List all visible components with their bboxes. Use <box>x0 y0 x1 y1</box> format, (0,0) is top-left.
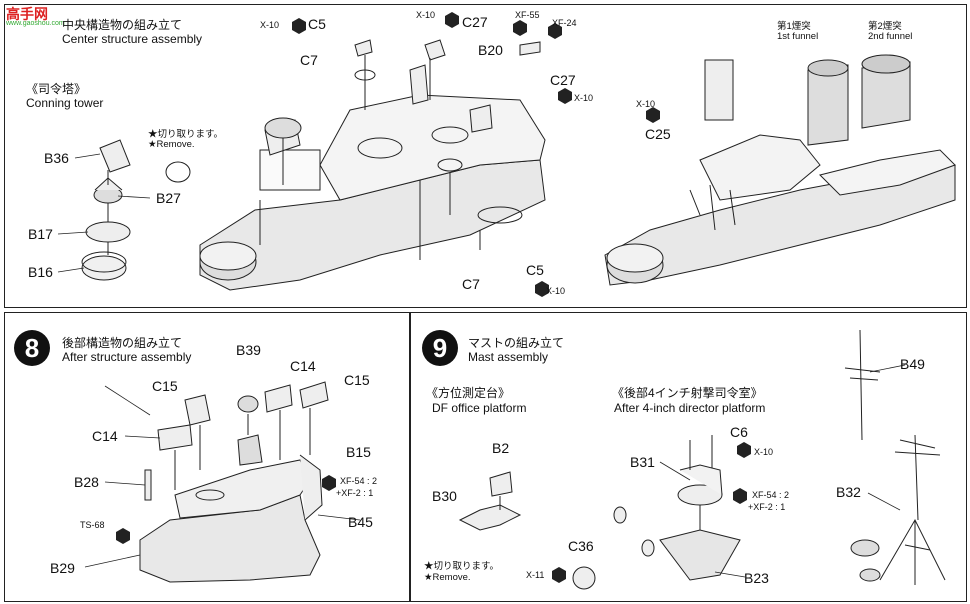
label-b45: B45 <box>348 514 373 530</box>
step9-title-jp: マストの組み立て <box>468 336 565 350</box>
funnel1-en: 1st funnel <box>777 31 819 42</box>
conning-tower-jp: 《司令塔》 <box>26 82 87 96</box>
label-c15-b: C15 <box>344 372 370 388</box>
label-b32: B32 <box>836 484 861 500</box>
paint-marker-x10-d <box>535 281 549 297</box>
label-c7-a: C7 <box>300 52 318 68</box>
paint-xf24: XF-24 <box>552 18 577 28</box>
paint-xf2-s8: +XF-2 : 1 <box>336 488 374 498</box>
paint-x10-a: X-10 <box>260 20 280 30</box>
step9-note-jp: ★切り取ります。 <box>424 561 500 572</box>
label-b23: B23 <box>744 570 769 586</box>
paint-marker-x10-c <box>558 88 572 104</box>
step9-title-en: Mast assembly <box>468 350 549 364</box>
label-b30: B30 <box>432 488 457 504</box>
after-director-en: After 4-inch director platform <box>614 401 766 415</box>
step7-title-en: Center structure assembly <box>62 32 203 46</box>
label-b39: B39 <box>236 342 261 358</box>
label-b2: B2 <box>492 440 510 456</box>
paint-xf54-s9: XF-54 : 2 <box>752 490 790 500</box>
paint-x11: X-11 <box>526 570 545 580</box>
paint-marker-x10-s9 <box>737 442 751 458</box>
paint-marker-x10-a <box>292 18 306 34</box>
label-b27: B27 <box>156 190 181 206</box>
step9-note-en: ★Remove. <box>424 572 471 583</box>
label-b28: B28 <box>74 474 99 490</box>
label-c14-b: C14 <box>92 428 118 444</box>
step9-number: 9 <box>422 330 458 366</box>
paint-xf2-s9: +XF-2 : 1 <box>748 502 786 512</box>
funnel1-jp: 第1煙突 <box>777 21 811 32</box>
funnel2-jp: 第2煙突 <box>868 21 902 32</box>
paint-marker-xf24 <box>548 23 562 39</box>
label-b15: B15 <box>346 444 371 460</box>
label-c14-a: C14 <box>290 358 316 374</box>
step8-title-jp: 後部構造物の組み立て <box>62 336 183 350</box>
step8-title-en: After structure assembly <box>62 350 192 364</box>
step7-note-en: ★Remove. <box>148 139 195 150</box>
watermark-logo: 高手网 <box>6 6 48 22</box>
paint-x10-c: X-10 <box>574 93 594 103</box>
label-b49: B49 <box>900 356 925 372</box>
label-b20: B20 <box>478 42 503 58</box>
label-c25: C25 <box>645 126 671 142</box>
label-c27-a: C27 <box>462 14 488 30</box>
paint-x10-s9: X-10 <box>754 447 774 457</box>
paint-marker-xf55 <box>513 20 527 36</box>
label-b36: B36 <box>44 150 69 166</box>
paint-marker-xf54-s9 <box>733 488 747 504</box>
label-c5-b: C5 <box>526 262 544 278</box>
label-c5-a: C5 <box>308 16 326 32</box>
df-platform-jp: 《方位測定台》 <box>426 386 511 400</box>
watermark-url: www.gaoshou.com <box>6 20 65 27</box>
step8-number: 8 <box>14 330 50 366</box>
paint-x10-d: X-10 <box>546 286 566 296</box>
label-c36: C36 <box>568 538 594 554</box>
label-c27-b: C27 <box>550 72 576 88</box>
step7-title-jp: 中央構造物の組み立て <box>62 18 183 32</box>
label-b29: B29 <box>50 560 75 576</box>
paint-marker-x11 <box>552 567 566 583</box>
paint-x10-e: X-10 <box>636 99 656 109</box>
conning-tower-en: Conning tower <box>26 96 104 110</box>
after-director-jp: 《後部4インチ射撃司令室》 <box>612 386 763 400</box>
paint-ts68: TS-68 <box>80 520 105 530</box>
label-b31: B31 <box>630 454 655 470</box>
label-c6: C6 <box>730 424 748 440</box>
df-platform-en: DF office platform <box>432 401 527 415</box>
paint-xf54-s8: XF-54 : 2 <box>340 476 378 486</box>
step9-mast <box>844 329 881 441</box>
paint-xf55: XF-55 <box>515 10 540 20</box>
step7-note-jp: ★切り取ります。 <box>148 129 224 140</box>
funnel2-en: 2nd funnel <box>868 31 913 42</box>
label-c15-a: C15 <box>152 378 178 394</box>
paint-marker-x10-e <box>646 107 660 123</box>
label-c7-b: C7 <box>462 276 480 292</box>
label-b17: B17 <box>28 226 53 242</box>
paint-marker-xf54-s8 <box>322 475 336 491</box>
paint-x10-b: X-10 <box>416 10 436 20</box>
label-b16: B16 <box>28 264 53 280</box>
paint-marker-ts68 <box>116 528 130 544</box>
paint-marker-x10-b <box>445 12 459 28</box>
